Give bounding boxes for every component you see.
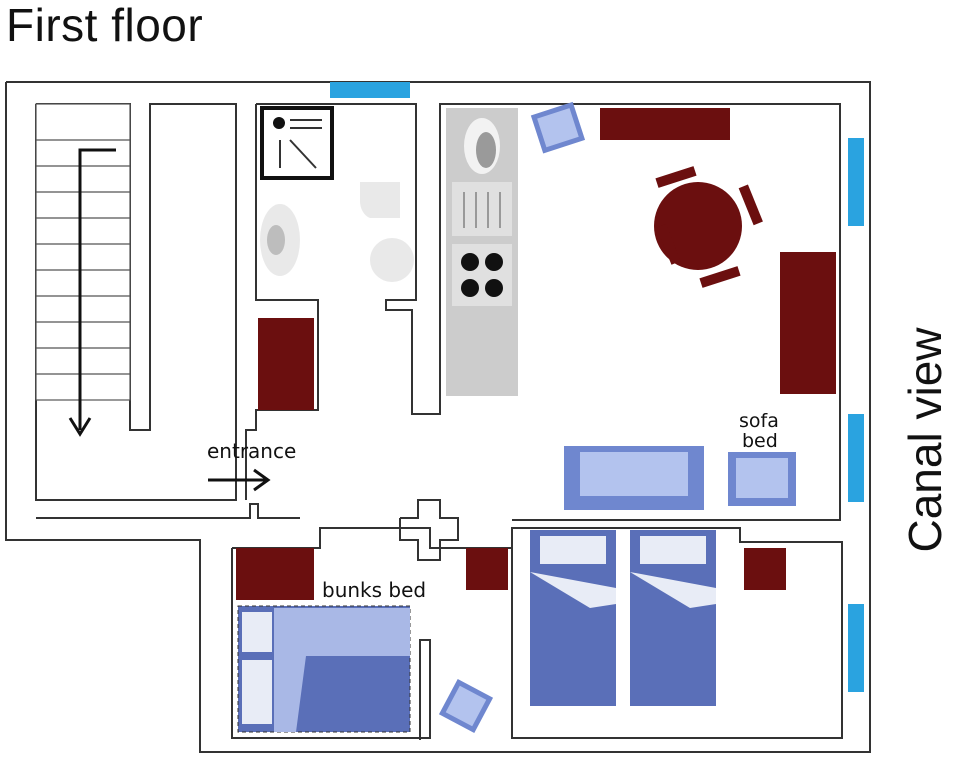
sofa-bed-label-line1: sofa bbox=[739, 410, 779, 432]
cabinet bbox=[780, 252, 836, 394]
shower bbox=[260, 106, 334, 180]
wardrobe bbox=[258, 318, 314, 410]
bathroom bbox=[260, 106, 414, 282]
window bbox=[330, 82, 410, 98]
bedroom bbox=[236, 530, 786, 734]
stove-icon bbox=[452, 244, 512, 306]
kitchen bbox=[446, 108, 518, 396]
armchair bbox=[530, 101, 586, 154]
living-room bbox=[258, 101, 836, 510]
bidet-icon bbox=[370, 238, 414, 282]
staircase bbox=[35, 103, 131, 401]
outer-wall bbox=[5, 81, 871, 753]
dining-table bbox=[654, 166, 763, 288]
sofa-bed-label-line2: bed bbox=[742, 430, 778, 452]
single-bed bbox=[530, 530, 616, 706]
sideboard bbox=[600, 108, 730, 140]
bedroom-wall bbox=[232, 527, 843, 739]
bunks-bed-label: bunks bed bbox=[322, 578, 427, 602]
entrance-label: entrance bbox=[207, 439, 297, 463]
entry-lower-wall bbox=[36, 503, 300, 519]
window bbox=[848, 414, 864, 502]
nightstand bbox=[466, 548, 508, 590]
stairs-arrow-icon bbox=[68, 148, 116, 437]
nightstand bbox=[236, 548, 314, 600]
bedroom-left-wall bbox=[231, 548, 431, 740]
windows bbox=[330, 82, 864, 692]
shower-drain-icon bbox=[273, 117, 285, 129]
bedroom-chair bbox=[438, 678, 494, 734]
entrance-arrow-icon bbox=[208, 468, 271, 492]
window bbox=[848, 604, 864, 692]
window bbox=[848, 138, 864, 226]
column bbox=[399, 499, 459, 561]
stairs-outline bbox=[35, 103, 131, 401]
bath-wall bbox=[256, 103, 841, 521]
toilet-icon bbox=[359, 182, 400, 218]
single-bed bbox=[630, 530, 716, 706]
nightstand bbox=[744, 548, 786, 590]
bunk-bed bbox=[237, 605, 411, 733]
plan-title: First floor bbox=[6, 0, 204, 51]
